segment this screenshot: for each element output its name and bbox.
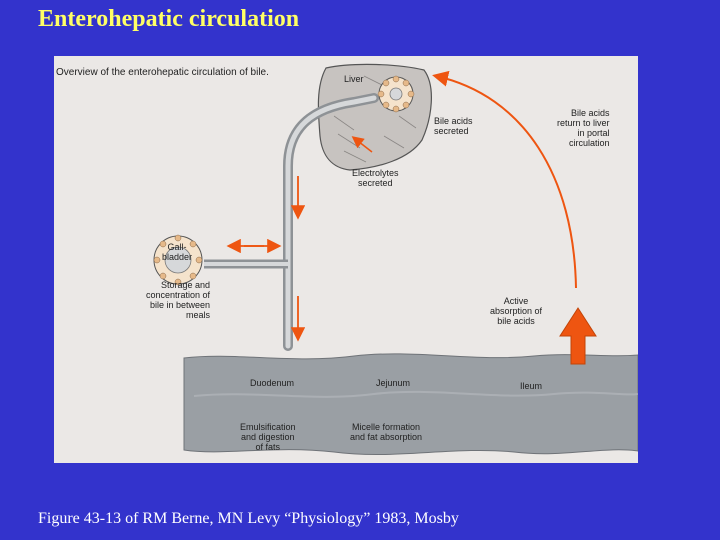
liver-label: Liver xyxy=(344,74,364,84)
portal-return-arrow xyxy=(432,70,577,289)
absorption-arrow xyxy=(559,307,597,365)
figure-caption: Figure 43-13 of RM Berne, MN Levy “Physi… xyxy=(38,510,459,527)
bile-acids-secreted-label: Bile acids secreted xyxy=(434,116,473,136)
figure-image: Overview of the enterohepatic circulatio… xyxy=(54,56,638,463)
gallbladder-label: Gall- bladder xyxy=(162,242,193,262)
emulsification-label: Emulsification and digestion of fats xyxy=(240,422,296,452)
figure-title: Overview of the enterohepatic circulatio… xyxy=(56,67,269,78)
bile-acids-return-label: Bile acids return to liver in portal cir… xyxy=(557,108,610,148)
slide-title: Enterohepatic circulation xyxy=(38,6,300,32)
active-absorption-label: Active absorption of bile acids xyxy=(490,296,543,326)
duodenum-label: Duodenum xyxy=(250,378,295,388)
ileum-label: Ileum xyxy=(520,381,543,391)
intestine-shape xyxy=(183,353,638,456)
electrolyte-arrow xyxy=(351,136,373,153)
storage-label: Storage and concentration of bile in bet… xyxy=(146,280,211,320)
enterohepatic-diagram xyxy=(153,63,638,456)
jejunum-label: Jejunum xyxy=(376,378,411,388)
electrolytes-secreted-label: Electrolytes secreted xyxy=(352,168,399,188)
micelle-label: Micelle formation and fat absorption xyxy=(350,422,423,442)
